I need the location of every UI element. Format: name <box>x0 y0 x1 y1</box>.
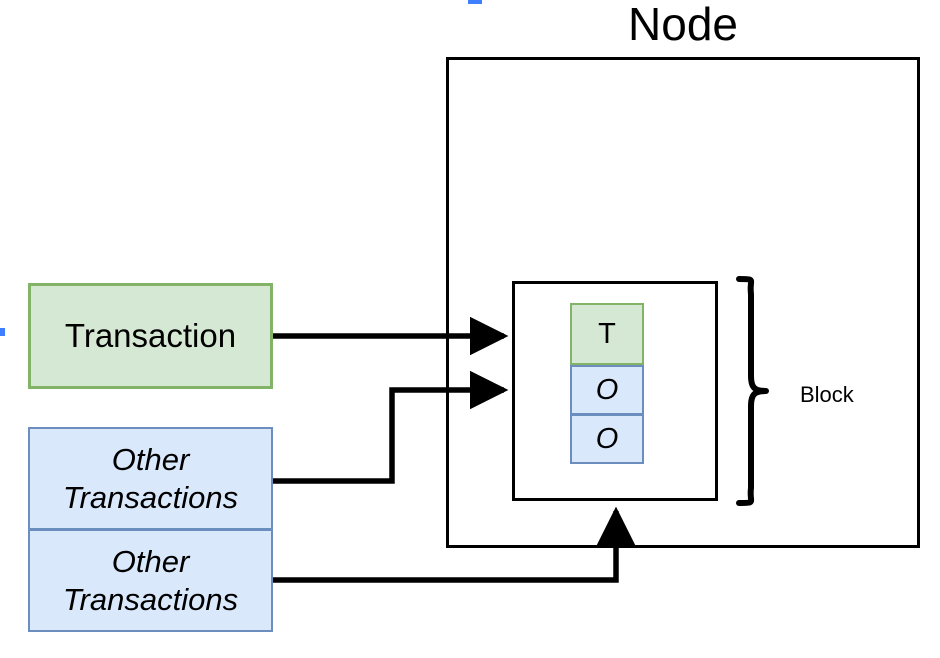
selection-artifact-top <box>468 0 482 4</box>
block-entry-other-1: O <box>570 365 644 415</box>
node-title: Node <box>628 0 738 50</box>
node-boundary-box <box>446 57 920 548</box>
source-box-other-transactions-2: Other Transactions <box>28 529 273 632</box>
block-entry-transaction: T <box>570 303 644 365</box>
selection-artifact-left <box>0 328 5 336</box>
block-brace-label: Block <box>800 382 854 407</box>
source-box-transaction: Transaction <box>28 283 273 389</box>
source-box-other-transactions-1: Other Transactions <box>28 427 273 530</box>
block-curly-brace-icon <box>736 276 769 506</box>
block-entry-other-2: O <box>570 414 644 464</box>
